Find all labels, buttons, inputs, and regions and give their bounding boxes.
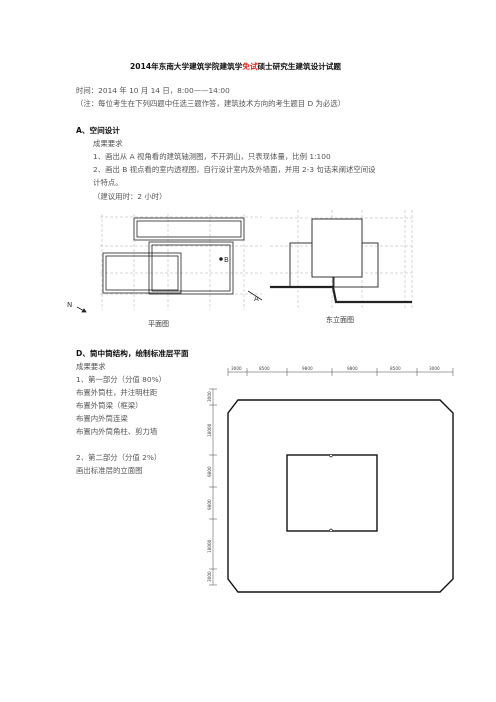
elevation-caption: 东立面图 [326, 315, 354, 324]
top-dim-3: 9800 [302, 366, 313, 371]
top-dim-ticks [227, 368, 454, 376]
section-a-item-1: 1、画出从 A 视角看的建筑轴测图，不开洞山，只表现体量，比例 1:100 [93, 152, 331, 161]
view-a-arrow [247, 290, 263, 301]
plan-lower-slab-inner [105, 255, 179, 291]
section-d-heading: D、筒中筒结构，绘制标准层平面 [76, 349, 189, 358]
plan-lower-slab [102, 252, 182, 294]
exam-time: 时间：2014 年 10 月 14 日，8:00——14:00 [76, 86, 230, 95]
top-dim-1: 3000 [231, 366, 242, 371]
section-d-part-1: 1、第一部分（分值 80%） [76, 375, 166, 384]
section-a-req-label: 成果要求 [93, 139, 123, 148]
section-d-line-1: 布置外筒柱，并注明柱距 [76, 388, 158, 397]
section-a-time-hint: （建议用时：2 小时） [93, 192, 167, 201]
exam-note: （注：每位考生在下列四题中任选三题作答，建筑技术方向的考生题目 D 为必选） [76, 99, 346, 108]
plan-middle-box-inner [151, 244, 231, 292]
top-dim-6: 3000 [429, 366, 440, 371]
plan-upper-slab [133, 217, 245, 241]
plan-upper-slab-inner [136, 220, 242, 238]
elevation-ground-line [270, 285, 412, 304]
left-dim-4: 9800 [207, 499, 212, 510]
section-d-line-4: 布置内外筒角柱、剪力墙 [76, 427, 158, 436]
section-d-part-2: 2、第二部分（分值 2%） [76, 453, 162, 462]
left-dim-6: 3000 [207, 571, 212, 582]
core-opening-bottom [328, 528, 334, 532]
inner-core-tube [286, 454, 378, 532]
title-suffix: 硕士研究生建筑设计试题 [257, 62, 341, 71]
left-dim-ticks [209, 388, 217, 586]
left-dim-2: 18000 [207, 423, 212, 437]
plan-middle-box [148, 241, 234, 295]
section-d-line-3: 布置内外筒连梁 [76, 414, 128, 423]
section-a-item-2-line-2: 计特点。 [93, 178, 123, 187]
viewpoint-b-marker [219, 257, 223, 261]
outer-tube [227, 399, 454, 593]
plan-caption: 平面图 [148, 320, 169, 328]
section-a-item-2-line-1: 2、画出 B 视点看的室内透视图，自行设计室内及外墙面，并用 2-3 句话来阐述… [93, 165, 376, 174]
section-d-line-5: 画出标准层的立面图 [76, 466, 143, 475]
document-title: 2014年东南大学建筑学院建筑学免试硕士研究生建筑设计试题 [130, 62, 341, 71]
title-prefix: 2014年东南大学建筑学院建筑学 [130, 62, 243, 71]
label-n: N [67, 301, 72, 309]
top-dim-2: 8500 [259, 366, 270, 371]
title-highlight: 免试 [242, 62, 258, 71]
plan-drawing [76, 214, 263, 313]
section-d-line-2: 布置外筒梁（框梁） [76, 401, 143, 410]
tube-plan-drawing: 3000 8500 9800 9800 8500 3000 3000 18000… [207, 366, 454, 593]
top-dim-5: 8500 [390, 366, 401, 371]
elevation-top-box [311, 218, 363, 278]
label-a: A [254, 295, 259, 303]
top-dim-4: 9800 [347, 366, 358, 371]
section-d-req-label: 成果要求 [76, 362, 106, 371]
core-opening-top [328, 454, 334, 458]
left-dim-1: 3000 [207, 391, 212, 402]
left-dim-3: 9800 [207, 466, 212, 477]
label-b: B [224, 256, 229, 264]
north-arrow-head [81, 308, 87, 313]
east-elevation-drawing [270, 210, 413, 310]
left-dim-5: 18000 [207, 539, 212, 553]
section-a-heading: A、空间设计 [76, 126, 120, 135]
